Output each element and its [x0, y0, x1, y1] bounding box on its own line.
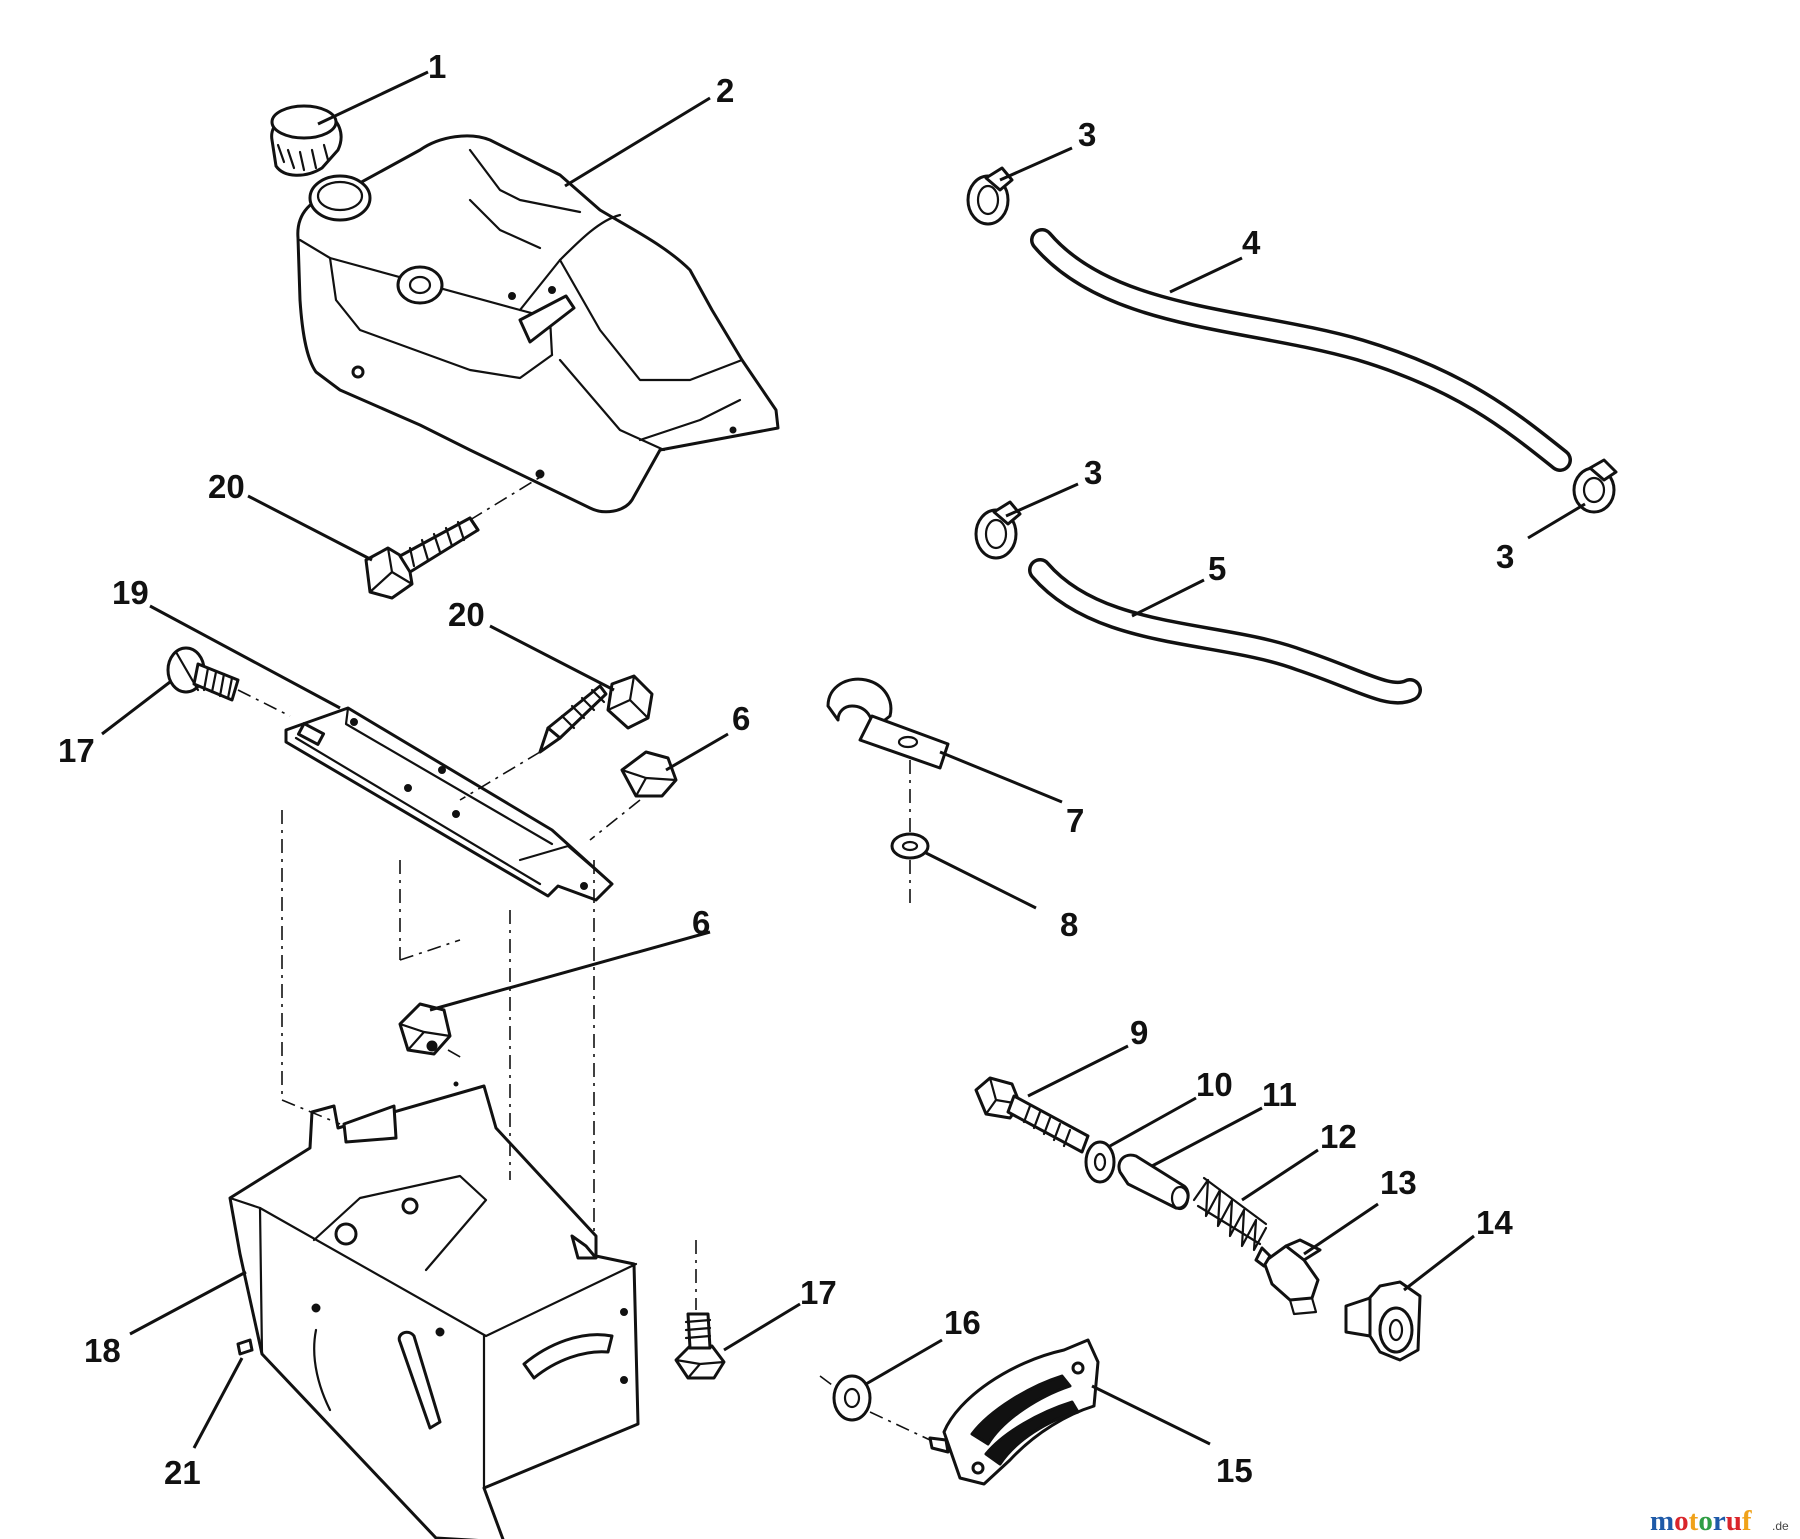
- callout-3-middle: 3: [1084, 454, 1102, 491]
- callout-4: 4: [1242, 224, 1261, 261]
- fuel-hose-long: [1030, 228, 1572, 472]
- fuel-tank: [296, 134, 780, 514]
- bolt-lower: [538, 674, 654, 754]
- watermark-letter: u: [1726, 1505, 1742, 1537]
- hose-clamp-middle: [974, 500, 1022, 560]
- callout-19: 19: [112, 574, 149, 611]
- shift-knob: [1344, 1280, 1422, 1362]
- hose-clamp-right: [1572, 458, 1618, 514]
- callout-7: 7: [1066, 802, 1084, 839]
- hose-clip: [826, 677, 950, 770]
- tank-screw: [364, 516, 480, 600]
- callout-10: 10: [1196, 1066, 1233, 1103]
- callout-9: 9: [1130, 1014, 1148, 1051]
- small-pin: [236, 1338, 254, 1356]
- shift-plate: [928, 1338, 1100, 1486]
- spacer-tube: [1117, 1153, 1190, 1211]
- washer-10: [1084, 1140, 1116, 1184]
- washer-8: [890, 832, 930, 860]
- svg-text:motoruf: motoruf: [1650, 1505, 1752, 1537]
- watermark-letter: t: [1689, 1505, 1699, 1537]
- fuel-cap: [270, 104, 343, 177]
- callout-14: 14: [1476, 1204, 1513, 1241]
- compression-spring: [1192, 1176, 1268, 1252]
- callout-8: 8: [1060, 906, 1078, 943]
- callout-2: 2: [716, 72, 734, 109]
- callout-13: 13: [1380, 1164, 1417, 1201]
- bolt-lower-17: [674, 1312, 726, 1380]
- site-watermark: motoruf .de: [1650, 1505, 1789, 1537]
- hose-clamp-top: [966, 166, 1014, 226]
- callout-11: 11: [1262, 1076, 1297, 1113]
- callout-1: 1: [428, 48, 446, 85]
- callout-17-upper: 17: [58, 732, 95, 769]
- watermark-letter: r: [1713, 1505, 1726, 1537]
- callout-6-lower: 6: [692, 904, 710, 941]
- nut-lower: [398, 1002, 452, 1056]
- dash-panel: [228, 1084, 640, 1539]
- washer-16: [832, 1374, 872, 1422]
- callout-5: 5: [1208, 550, 1226, 587]
- bolt-upper: [166, 646, 240, 702]
- callout-3-top: 3: [1078, 116, 1096, 153]
- callout-20-lower: 20: [448, 596, 485, 633]
- callout-20-upper: 20: [208, 468, 245, 505]
- pivot-bolt: [974, 1076, 1090, 1154]
- plunger: [1254, 1238, 1322, 1316]
- callout-12: 12: [1320, 1118, 1357, 1155]
- watermark-letter: o: [1674, 1505, 1689, 1537]
- callout-17-lower: 17: [800, 1274, 837, 1311]
- callout-15: 15: [1216, 1452, 1253, 1489]
- callout-18: 18: [84, 1332, 121, 1369]
- mounting-bracket: [284, 706, 614, 902]
- callout-3-right: 3: [1496, 538, 1514, 575]
- watermark-letter: f: [1742, 1505, 1752, 1537]
- callout-16: 16: [944, 1304, 981, 1341]
- callout-6-upper: 6: [732, 700, 750, 737]
- callout-labels: 1 2 3 4 3 3 5 20 19 20 17 6 7 8 6 9 10 1…: [58, 48, 1514, 1491]
- watermark-suffix: .de: [1772, 1519, 1789, 1533]
- watermark-letter: m: [1650, 1505, 1674, 1537]
- callout-21: 21: [164, 1454, 201, 1491]
- watermark-letter: o: [1698, 1505, 1713, 1537]
- nut-upper: [620, 750, 678, 798]
- fuel-hose-short: [1028, 558, 1422, 705]
